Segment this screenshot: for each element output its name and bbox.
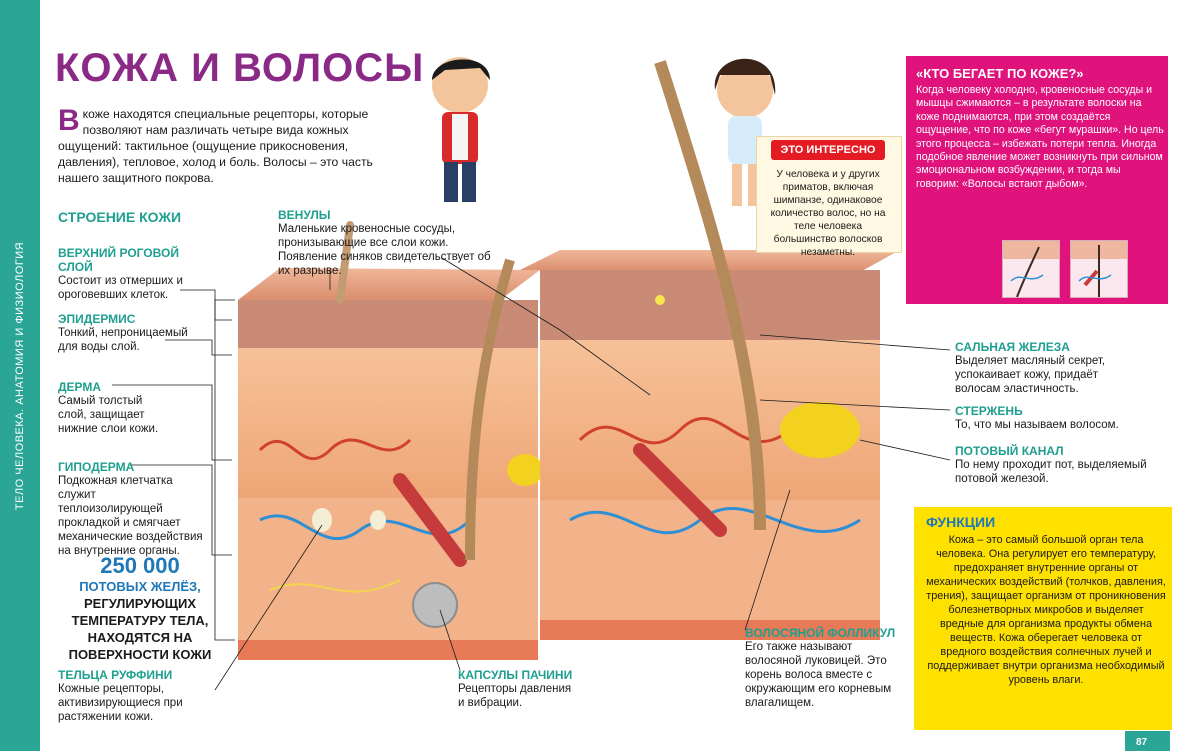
leader-lines <box>112 257 951 691</box>
sebaceous-name: САЛЬНАЯ ЖЕЛЕЗА <box>955 340 1070 354</box>
goosebumps-title: «КТО БЕГАЕТ ПО КОЖЕ?» <box>916 66 1084 81</box>
ruffini-text: Кожные рецепторы, активизирующиеся при р… <box>58 683 183 723</box>
layer-name: ГИПОДЕРМА <box>58 460 135 474</box>
goosebumps-text: Когда человеку холодно, кровеносные сосу… <box>916 84 1164 190</box>
boy-cartoon <box>432 57 490 202</box>
fact-badge: ЭТО ИНТЕРЕСНО <box>771 140 885 160</box>
label-ruffini: ТЕЛЬЦА РУФФИНИ Кожные рецепторы, активиз… <box>58 668 238 724</box>
layer-stratum-corneum: ВЕРХНИЙ РОГОВОЙ СЛОЙ Состоит из отмерших… <box>58 246 213 302</box>
stat-caption: ПОТОВЫХ ЖЕЛЁЗ, РЕГУЛИРУЮЩИХ ТЕМПЕРАТУРУ … <box>55 578 225 663</box>
ruffini-name: ТЕЛЬЦА РУФФИНИ <box>58 668 173 682</box>
sebaceous-text: Выделяет масляный секрет, успокаивает ко… <box>955 355 1106 395</box>
intro-dropcap: В <box>58 104 80 137</box>
follicle-name: ВОЛОСЯНОЙ ФОЛЛИКУЛ <box>745 626 896 640</box>
shaft-text: То, что мы называем волосом. <box>955 419 1119 431</box>
venules-text: Маленькие кровеносные сосуды, пронизываю… <box>278 223 491 277</box>
label-sebaceous-gland: САЛЬНАЯ ЖЕЛЕЗА Выделяет масляный секрет,… <box>955 340 1145 396</box>
venules-name: ВЕНУЛЫ <box>278 208 331 222</box>
intro-text: коже находятся специальные рецепторы, ко… <box>58 107 373 185</box>
layer-name: ВЕРХНИЙ РОГОВОЙ СЛОЙ <box>58 246 179 274</box>
layer-dermis: ДЕРМА Самый толстый слой, защищает нижни… <box>58 380 178 436</box>
skin-block-right <box>520 60 900 640</box>
structure-title: СТРОЕНИЕ КОЖИ <box>58 209 182 225</box>
intro-paragraph: В коже находятся специальные рецепторы, … <box>58 106 388 186</box>
sweat-duct-name: ПОТОВЫЙ КАНАЛ <box>955 444 1064 458</box>
layer-name: ЭПИДЕРМИС <box>58 312 136 326</box>
stat-line2: РЕГУЛИРУЮЩИХ ТЕМПЕРАТУРУ ТЕЛА, НАХОДЯТСЯ… <box>68 596 212 662</box>
layer-description: Подкожная клетчатка служит теплоизолирую… <box>58 475 203 557</box>
girl-cartoon <box>714 58 776 206</box>
functions-title: ФУНКЦИИ <box>926 514 996 530</box>
stat-line1: ПОТОВЫХ ЖЕЛЁЗ, <box>79 579 201 594</box>
page-number-right: 87 <box>1136 737 1148 748</box>
functions-box <box>914 507 1172 730</box>
functions-text: Кожа – это самый большой орган тела чело… <box>926 534 1166 686</box>
label-hair-shaft: СТЕРЖЕНЬ То, что мы называем волосом. <box>955 404 1145 432</box>
layer-hypodermis: ГИПОДЕРМА Подкожная клетчатка служит теп… <box>58 460 208 558</box>
goosebumps-illustration-relaxed <box>1002 240 1060 298</box>
label-hair-follicle: ВОЛОСЯНОЙ ФОЛЛИКУЛ Его также называют во… <box>745 626 905 710</box>
layer-description: Состоит из отмерших и ороговевших клеток… <box>58 275 183 301</box>
label-sweat-duct: ПОТОВЫЙ КАНАЛ По нему проходит пот, выде… <box>955 444 1155 486</box>
label-venules: ВЕНУЛЫ Маленькие кровеносные сосуды, про… <box>278 208 503 278</box>
skin-block-left <box>238 221 543 660</box>
layer-description: Тонкий, непроницаемый для воды слой. <box>58 327 188 353</box>
page-title: КОЖА И ВОЛОСЫ <box>55 46 425 90</box>
shaft-name: СТЕРЖЕНЬ <box>955 404 1023 418</box>
page-number-right-bar <box>1125 731 1170 751</box>
follicle-text: Его также называют волосяной луковицей. … <box>745 641 892 709</box>
layer-description: Самый толстый слой, защищает нижние слои… <box>58 395 159 435</box>
label-pacini: КАПСУЛЫ ПАЧИНИ Рецепторы давления и вибр… <box>458 668 578 710</box>
page-number-left: 86 <box>54 737 66 748</box>
layer-epidermis: ЭПИДЕРМИС Тонкий, непроницаемый для воды… <box>58 312 198 354</box>
stat-number: 250 000 <box>100 553 180 578</box>
pacini-text: Рецепторы давления и вибрации. <box>458 683 572 709</box>
sidebar <box>0 0 40 751</box>
sweat-duct-text: По нему проходит пот, выделяемый потовой… <box>955 459 1147 485</box>
layer-name: ДЕРМА <box>58 380 102 394</box>
pacini-name: КАПСУЛЫ ПАЧИНИ <box>458 668 573 682</box>
fact-text: У человека и у других приматов, включая … <box>770 169 886 258</box>
goosebumps-illustration-raised <box>1070 240 1128 298</box>
